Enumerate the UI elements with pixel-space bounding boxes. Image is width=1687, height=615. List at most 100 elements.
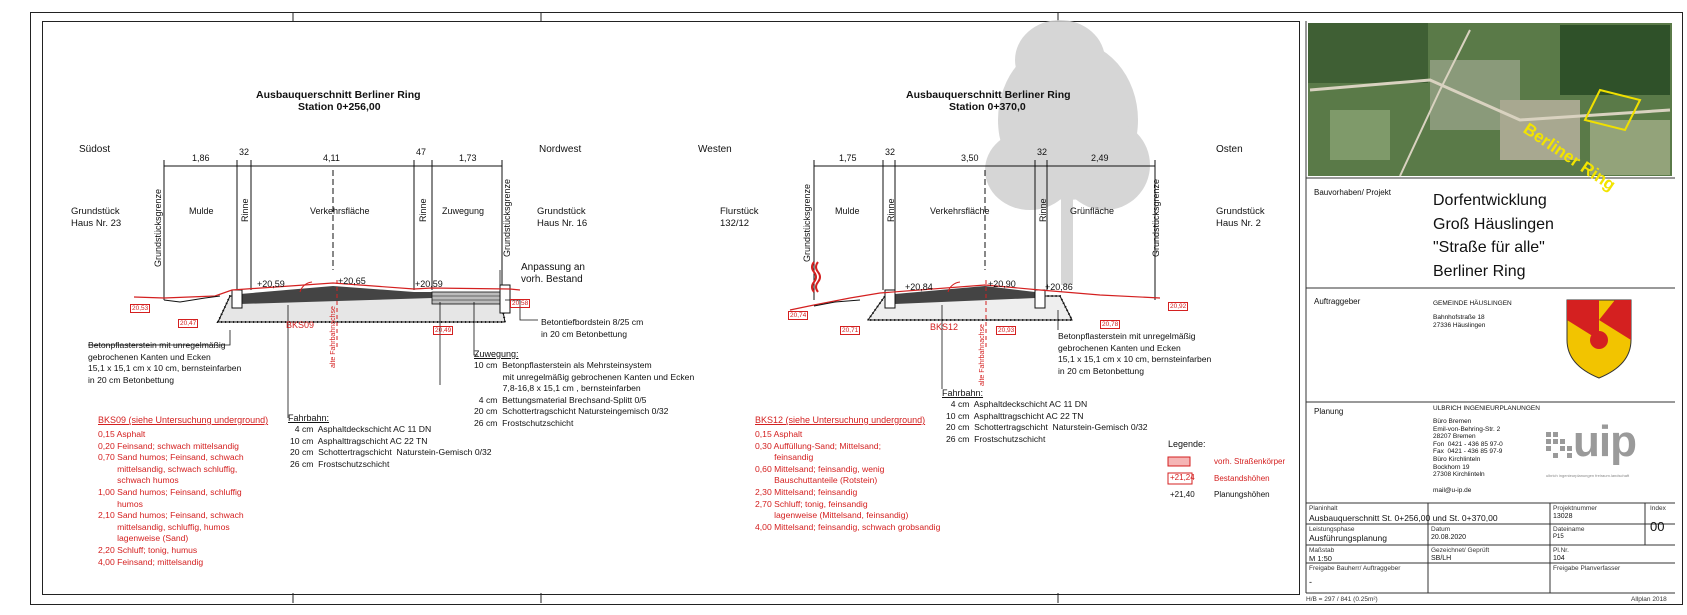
left-boundary-2: Grundstücksgrenze bbox=[502, 178, 512, 257]
left-dim-3: 4,11 bbox=[323, 153, 340, 163]
left-bks: BKS09 bbox=[286, 320, 315, 330]
right-dim-1: 1,75 bbox=[839, 153, 857, 163]
left-dim-4: 47 bbox=[416, 147, 427, 157]
left-boundary-1: Grundstücksgrenze bbox=[153, 188, 163, 267]
left-existing-2: 20,47 bbox=[178, 319, 199, 329]
left-existing-1: 20,53 bbox=[130, 304, 151, 314]
uip-logo-mark bbox=[1546, 432, 1572, 458]
left-zone-rinne-1: Rinne bbox=[240, 198, 250, 222]
right-direction-east: Osten bbox=[1216, 144, 1243, 155]
left-dim-1: 1,86 bbox=[192, 153, 210, 163]
right-zone-green: Grünfläche bbox=[1070, 206, 1115, 216]
left-path-layers: 10 cm Betonpflasterstein als Mehrsteinsy… bbox=[474, 360, 695, 428]
right-dim-3: 3,50 bbox=[961, 153, 979, 163]
planner-mail: mail@u-ip.de bbox=[1433, 487, 1472, 494]
right-existing-4: 20,78 bbox=[1100, 320, 1121, 330]
plan-content: Ausbauquerschnitt St. 0+256,00 und St. 0… bbox=[1309, 513, 1498, 523]
left-height-3: +20,59 bbox=[415, 279, 443, 289]
left-direction-west: Südost bbox=[79, 144, 111, 155]
phase-label: Leistungsphase bbox=[1309, 526, 1355, 533]
project-label: Bauvorhaben/ Projekt bbox=[1314, 188, 1391, 197]
plan-number: 104 bbox=[1553, 555, 1565, 562]
right-bks: BKS12 bbox=[930, 322, 959, 332]
left-height-1: +20,59 bbox=[257, 279, 285, 289]
left-path-head: Zuwegung: bbox=[474, 349, 519, 359]
legend-existing-sample: +21,24 bbox=[1170, 473, 1195, 482]
left-station: Station 0+256,00 bbox=[298, 101, 381, 113]
right-dim-5: 2,49 bbox=[1091, 153, 1109, 163]
right-boundary-2: Grundstücksgrenze bbox=[1151, 178, 1161, 257]
coat-of-arms bbox=[1566, 299, 1632, 379]
uip-logo-text: uip bbox=[1573, 417, 1637, 466]
right-height-3: +20,86 bbox=[1045, 282, 1073, 292]
drawing-frame bbox=[42, 21, 1300, 595]
right-soil-head: BKS12 (siehe Untersuchung underground) bbox=[755, 415, 926, 425]
plan-content-label: Planinhalt bbox=[1309, 505, 1338, 512]
left-curb-note: Betontiefbordstein 8/25 cm in 20 cm Beto… bbox=[541, 317, 644, 339]
left-direction-east: Nordwest bbox=[539, 144, 582, 155]
right-paving-note: Betonpflasterstein mit unregelmäßig gebr… bbox=[1058, 331, 1212, 376]
client-address: Bahnhofstraße 18 27336 Häuslingen bbox=[1433, 314, 1486, 329]
right-height-2: +20,90 bbox=[988, 279, 1016, 289]
right-road-layers: 4 cm Asphaltdeckschicht AC 11 DN 10 cm A… bbox=[946, 399, 1148, 444]
release-label: Freigabe Bauherr/ Auftraggeber bbox=[1309, 565, 1401, 572]
project-number: 13028 bbox=[1553, 513, 1573, 520]
scale-label: Maßstab bbox=[1309, 547, 1335, 554]
left-plot-right: Grundstück Haus Nr. 16 bbox=[537, 206, 588, 229]
left-dim-2: 32 bbox=[239, 147, 250, 157]
left-zone-road: Verkehrsfläche bbox=[310, 206, 370, 216]
left-plot-left: Grundstück Haus Nr. 23 bbox=[71, 206, 122, 229]
drawn-label: Gezeichnet/ Geprüft bbox=[1431, 547, 1490, 554]
right-existing-5: 20,92 bbox=[1168, 302, 1189, 312]
left-title: Ausbauquerschnitt Berliner Ring bbox=[256, 89, 421, 101]
left-paving-note: Betonpflasterstein mit unregelmäßig gebr… bbox=[88, 340, 242, 385]
legend-swatch-road bbox=[1167, 456, 1191, 467]
file-label: Dateiname bbox=[1553, 526, 1585, 533]
plan-release-label: Freigabe Planverfasser bbox=[1553, 565, 1621, 572]
file: P15 bbox=[1553, 534, 1564, 540]
project-number-label: Projektnummer bbox=[1553, 505, 1598, 512]
right-station: Station 0+370,0 bbox=[949, 101, 1026, 113]
left-existing-4: 20,58 bbox=[510, 299, 531, 309]
index-label: Index bbox=[1650, 505, 1666, 512]
right-title: Ausbauquerschnitt Berliner Ring bbox=[906, 89, 1071, 101]
left-section-body bbox=[133, 281, 521, 323]
legend-plan-sample: +21,40 bbox=[1170, 490, 1195, 499]
project-name: Dorfentwicklung Groß Häuslingen "Straße … bbox=[1433, 192, 1554, 280]
left-zone-mulde: Mulde bbox=[189, 206, 214, 216]
right-road-head: Fahrbahn: bbox=[942, 388, 984, 398]
left-adjust-note: Anpassung an vorh. Bestand bbox=[521, 262, 585, 285]
plan-number-label: Pl.Nr. bbox=[1553, 547, 1569, 554]
uip-logo-sub: ulbrich ingenieurplanungen freiraum.land… bbox=[1546, 473, 1630, 478]
right-dim-4: 32 bbox=[1037, 147, 1048, 157]
left-height-2: +20,65 bbox=[338, 276, 366, 286]
left-soil-head: BKS09 (siehe Untersuchung underground) bbox=[98, 415, 269, 425]
right-soil-layers: 0,15 Asphalt 0,30 Auffüllung-Sand; Mitte… bbox=[755, 429, 941, 532]
right-height-1: +20,84 bbox=[905, 282, 933, 292]
right-zone-rinne-1: Rinne bbox=[886, 198, 896, 222]
legend-plan: Planungshöhen bbox=[1214, 490, 1270, 499]
date-label: Datum bbox=[1431, 526, 1451, 533]
right-section-body bbox=[789, 261, 1161, 321]
right-dim-2: 32 bbox=[885, 147, 896, 157]
planner-address: Büro Bremen Emil-von-Behring-Str. 2 2820… bbox=[1433, 418, 1503, 479]
legend-road: vorh. Straßenkörper bbox=[1214, 457, 1286, 466]
client-name: GEMEINDE HÄUSLINGEN bbox=[1433, 300, 1512, 307]
right-zone-mulde: Mulde bbox=[835, 206, 860, 216]
right-existing-3: 20,93 bbox=[996, 326, 1017, 336]
scale: M 1:50 bbox=[1309, 554, 1332, 563]
legend-swatch-existing bbox=[1167, 472, 1193, 485]
left-road-head: Fahrbahn: bbox=[288, 413, 330, 423]
planner-name: ULBRICH INGENIEURPLANUNGEN bbox=[1433, 405, 1540, 412]
legend-title: Legende: bbox=[1168, 439, 1206, 449]
aerial-map bbox=[1308, 23, 1672, 177]
left-existing-3: 20,49 bbox=[433, 326, 454, 336]
left-old-axis: alte Fahrbahnachse bbox=[330, 306, 337, 368]
release: - bbox=[1309, 577, 1312, 587]
right-existing-2: 20,71 bbox=[840, 326, 861, 336]
legend-existing: Bestandshöhen bbox=[1214, 474, 1270, 483]
client-label: Auftraggeber bbox=[1314, 297, 1361, 306]
date: 20.08.2020 bbox=[1431, 534, 1467, 541]
software: Allplan 2018 bbox=[1631, 596, 1667, 603]
